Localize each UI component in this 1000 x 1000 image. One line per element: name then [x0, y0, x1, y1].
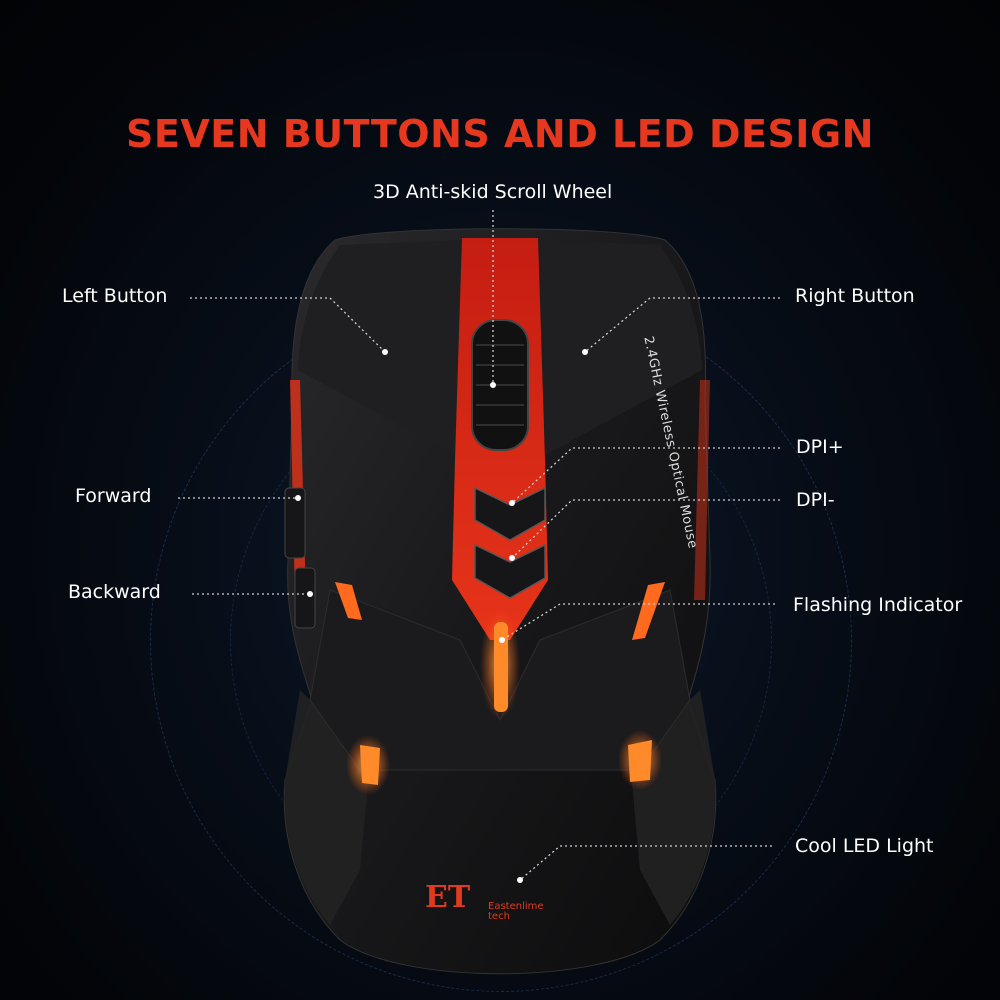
headline-title: SEVEN BUTTONS AND LED DESIGN — [126, 112, 874, 156]
label-right-button: Right Button — [795, 285, 915, 307]
label-left-button: Left Button — [62, 285, 168, 307]
leader-dot-backward — [307, 591, 313, 597]
label-scroll-wheel: 3D Anti-skid Scroll Wheel — [373, 181, 613, 203]
leader-dot-right — [582, 349, 588, 355]
led-right-lower — [628, 740, 652, 782]
front-plate — [309, 589, 691, 771]
led-strip-right — [632, 582, 665, 640]
leader-dot-scroll — [490, 382, 496, 388]
label-dpi-minus: DPI- — [796, 489, 835, 511]
dpi-minus-button — [474, 543, 546, 599]
leader-line-led — [519, 845, 772, 881]
leader-dot-left — [382, 349, 388, 355]
led-left-lower — [360, 745, 380, 785]
label-backward: Backward — [68, 581, 161, 603]
led-edge-right — [694, 380, 710, 600]
forward-button — [284, 487, 306, 559]
brand-subtext: Eastenlime tech — [488, 901, 544, 922]
leader-line-left-button — [190, 297, 386, 353]
label-dpi-plus: DPI+ — [796, 436, 844, 458]
leader-dot-dpi-plus — [509, 500, 515, 506]
led-strip-left — [335, 582, 362, 620]
leader-dot-forward — [295, 495, 301, 501]
label-forward: Forward — [75, 485, 152, 507]
leader-line-right-button — [584, 297, 780, 353]
label-flashing-indicator: Flashing Indicator — [793, 594, 963, 616]
label-cool-led-light: Cool LED Light — [795, 835, 934, 857]
brand-logo: ET — [425, 880, 471, 915]
backward-button — [294, 567, 316, 629]
leader-dot-dpi-minus — [509, 555, 515, 561]
leader-line-indicator — [501, 603, 775, 641]
leader-dot-indicator — [499, 637, 505, 643]
right-button-shape — [538, 240, 702, 455]
leader-dot-led — [517, 877, 523, 883]
flashing-indicator-led — [494, 622, 508, 712]
